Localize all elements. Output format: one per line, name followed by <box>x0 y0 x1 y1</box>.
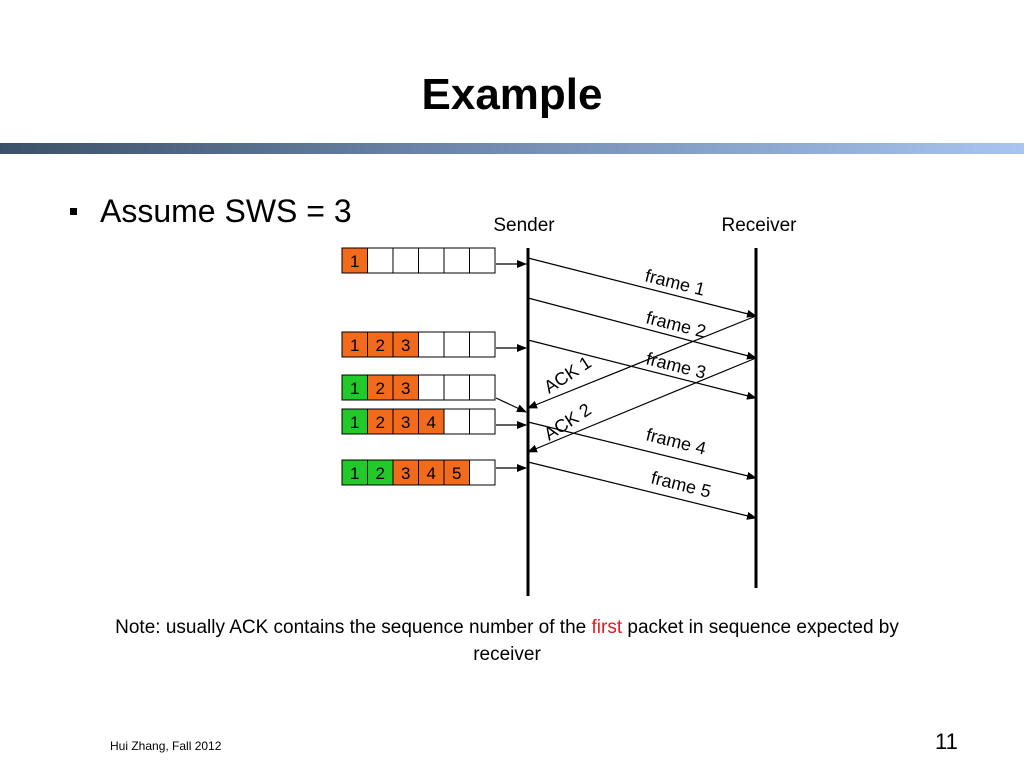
ack-1-arrow <box>527 315 757 409</box>
window-cell-number: 1 <box>350 464 359 483</box>
window-cell <box>469 247 496 274</box>
frame-1-arrow <box>527 257 757 318</box>
window-cell-number: 5 <box>452 464 461 483</box>
window-cell <box>392 374 419 401</box>
window-cell <box>341 408 368 435</box>
window-cell-number: 2 <box>376 413 385 432</box>
window-cell <box>418 459 445 486</box>
window-cell-number: 3 <box>401 413 410 432</box>
note-text-end: packet in sequence expected by receiver <box>473 617 899 665</box>
window-cell <box>443 331 470 358</box>
ack-1-label: ACK 1 <box>540 352 595 397</box>
page-number: 11 <box>935 729 958 754</box>
frame-3-arrow <box>527 339 757 400</box>
window-cell <box>469 374 496 401</box>
title-divider-bar <box>0 143 1024 154</box>
window-cell-number: 3 <box>401 336 410 355</box>
frame-5-label: frame 5 <box>649 467 713 501</box>
sender-label: Sender <box>493 215 555 236</box>
window-cell <box>341 247 368 274</box>
window-cell-number: 4 <box>427 413 436 432</box>
window-cell-number: 2 <box>376 336 385 355</box>
window-cell <box>367 459 394 486</box>
ack-2-label: ACK 2 <box>540 399 595 444</box>
window-cell <box>418 247 445 274</box>
footer-author: Hui Zhang, Fall 2012 <box>110 739 222 753</box>
frame-4-arrow <box>527 421 757 480</box>
bullet-item: Assume SWS = 3 <box>70 193 352 230</box>
window-cell-number: 1 <box>350 336 359 355</box>
window-cell-number: 4 <box>427 464 436 483</box>
window-cell <box>367 247 394 274</box>
window-cell <box>341 331 368 358</box>
window-cell <box>392 408 419 435</box>
window-cell-number: 1 <box>350 379 359 398</box>
bullet-text: Assume SWS = 3 <box>100 193 352 229</box>
window-cell-number: 1 <box>350 252 359 271</box>
note-text: Note: usually ACK contains the sequence … <box>100 614 914 668</box>
window-cell <box>418 331 445 358</box>
window-cell <box>418 374 445 401</box>
window-cell-number: 2 <box>376 379 385 398</box>
window-cell <box>392 331 419 358</box>
window-cell-number: 3 <box>401 379 410 398</box>
window-cell <box>367 374 394 401</box>
ack-2-arrow <box>527 357 757 453</box>
window-cell <box>469 408 496 435</box>
window-cell <box>469 331 496 358</box>
window-cell-number: 3 <box>401 464 410 483</box>
frame-2-arrow <box>527 297 757 360</box>
square-bullet-icon <box>70 208 77 215</box>
window-cell <box>443 408 470 435</box>
frame-4-label: frame 4 <box>644 424 708 458</box>
frame-5-arrow <box>527 461 757 520</box>
window-cell <box>367 331 394 358</box>
window-cell <box>469 459 496 486</box>
sender-window-1: 1 <box>341 247 496 274</box>
window-cell <box>392 247 419 274</box>
window-cell-number: 1 <box>350 413 359 432</box>
window-connector-arrow <box>495 397 527 413</box>
note-text-start: Note: usually ACK contains the sequence … <box>115 617 592 638</box>
window-cell <box>418 408 445 435</box>
window-cell <box>443 247 470 274</box>
window-cell <box>443 374 470 401</box>
receiver-label: Receiver <box>722 215 798 236</box>
note-highlight-first: first <box>591 617 623 638</box>
frame-1-label: frame 1 <box>643 265 707 299</box>
window-cell-number: 2 <box>376 464 385 483</box>
slide-title: Example <box>421 70 603 119</box>
